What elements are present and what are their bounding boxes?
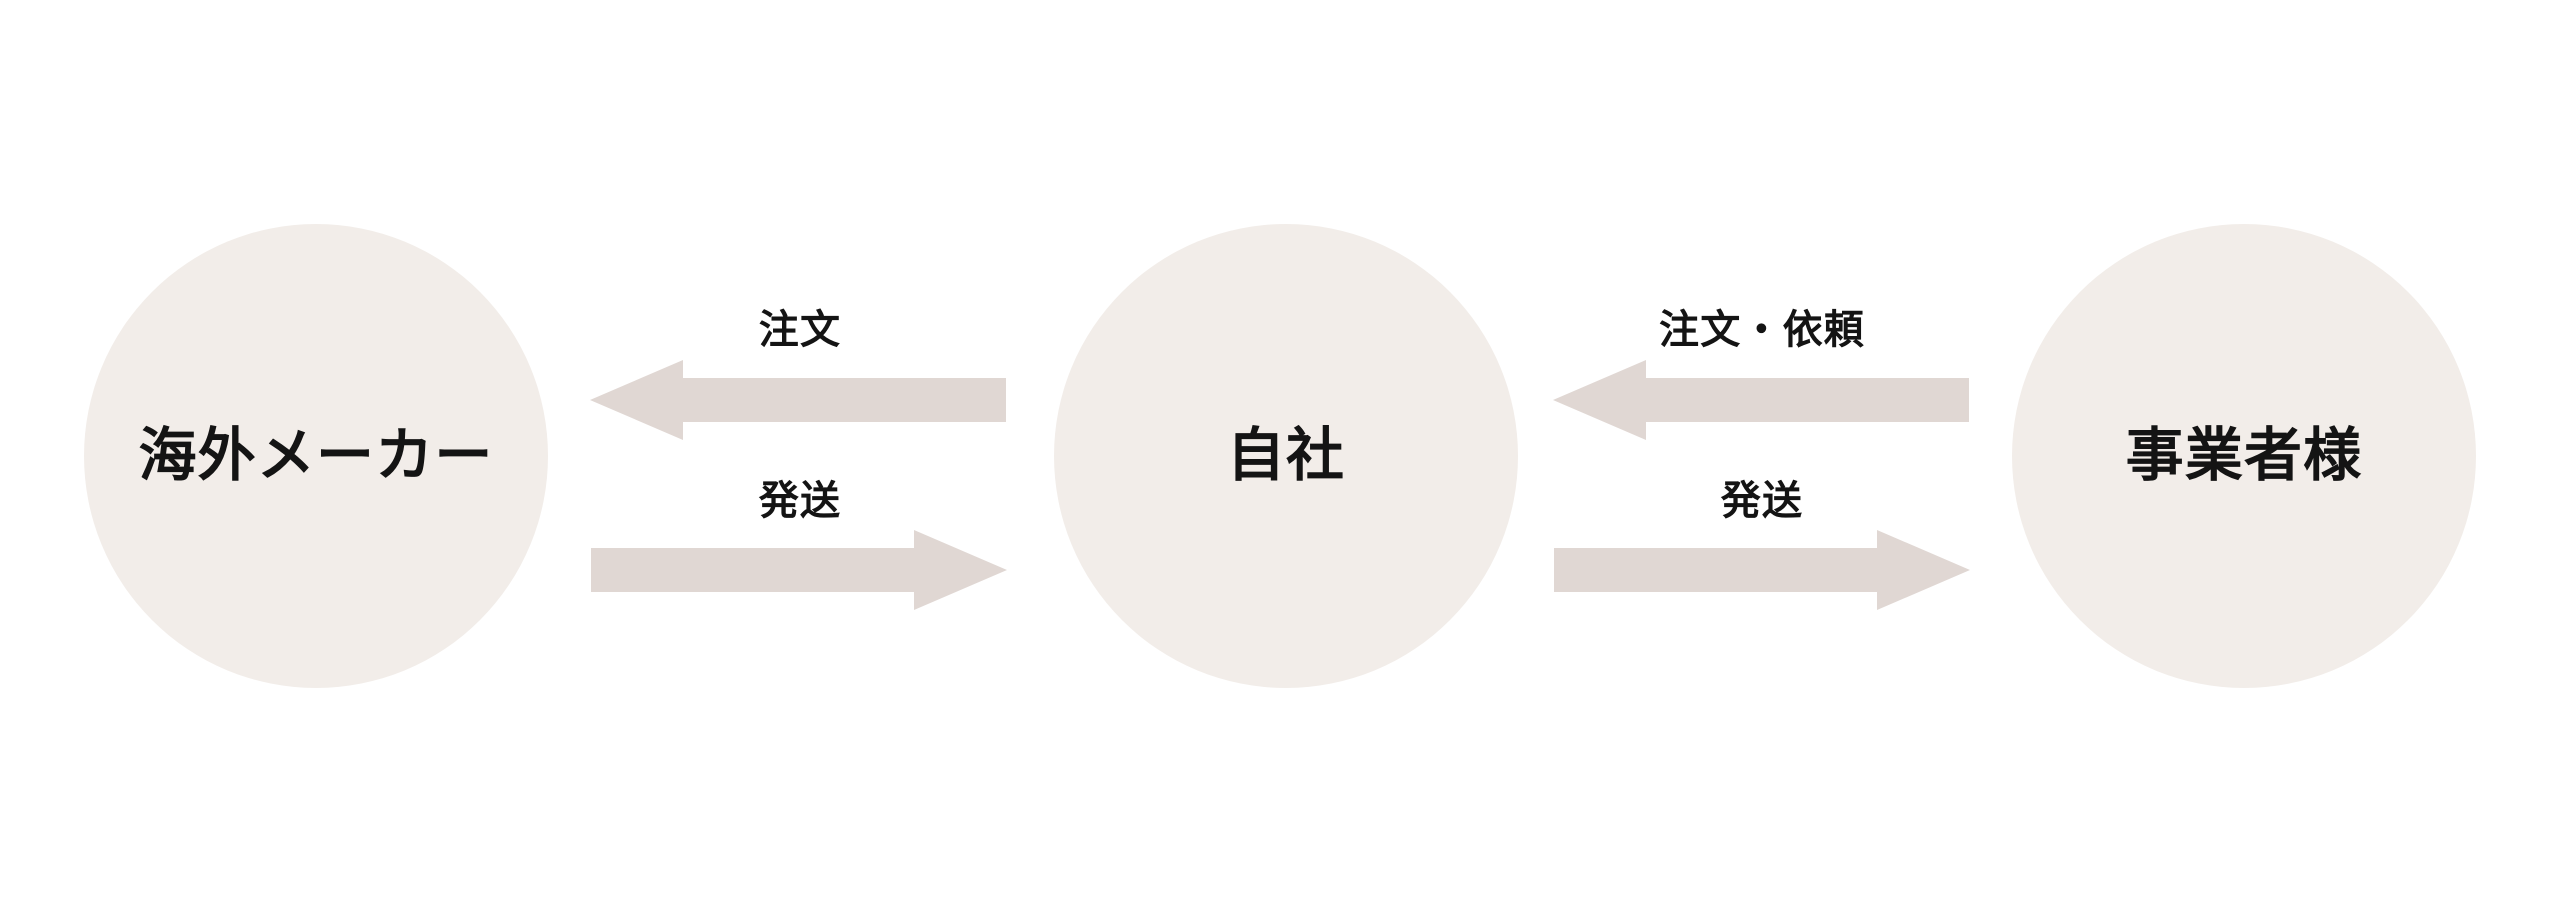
edge-label-order-request-left: 注文・依頼 [1659, 308, 1865, 352]
node-label-overseas-maker: 海外メーカー [138, 423, 494, 488]
edge-label-order-left: 注文 [758, 308, 842, 352]
arrow-order-left [590, 360, 1006, 440]
arrow-order-request-left [1553, 360, 1969, 440]
arrow-ship-right-outer [1554, 530, 1970, 610]
node-overseas-maker[interactable]: 海外メーカー [84, 224, 548, 688]
node-own-company[interactable]: 自社 [1054, 224, 1518, 688]
edge-label-ship-right-outer: 発送 [1720, 479, 1804, 523]
edge-label-ship-right-inner: 発送 [758, 479, 842, 523]
arrow-ship-right-inner [591, 530, 1007, 610]
node-business-client[interactable]: 事業者様 [2012, 224, 2476, 688]
node-label-business-client: 事業者様 [2125, 423, 2363, 488]
node-label-own-company: 自社 [1226, 423, 1346, 488]
